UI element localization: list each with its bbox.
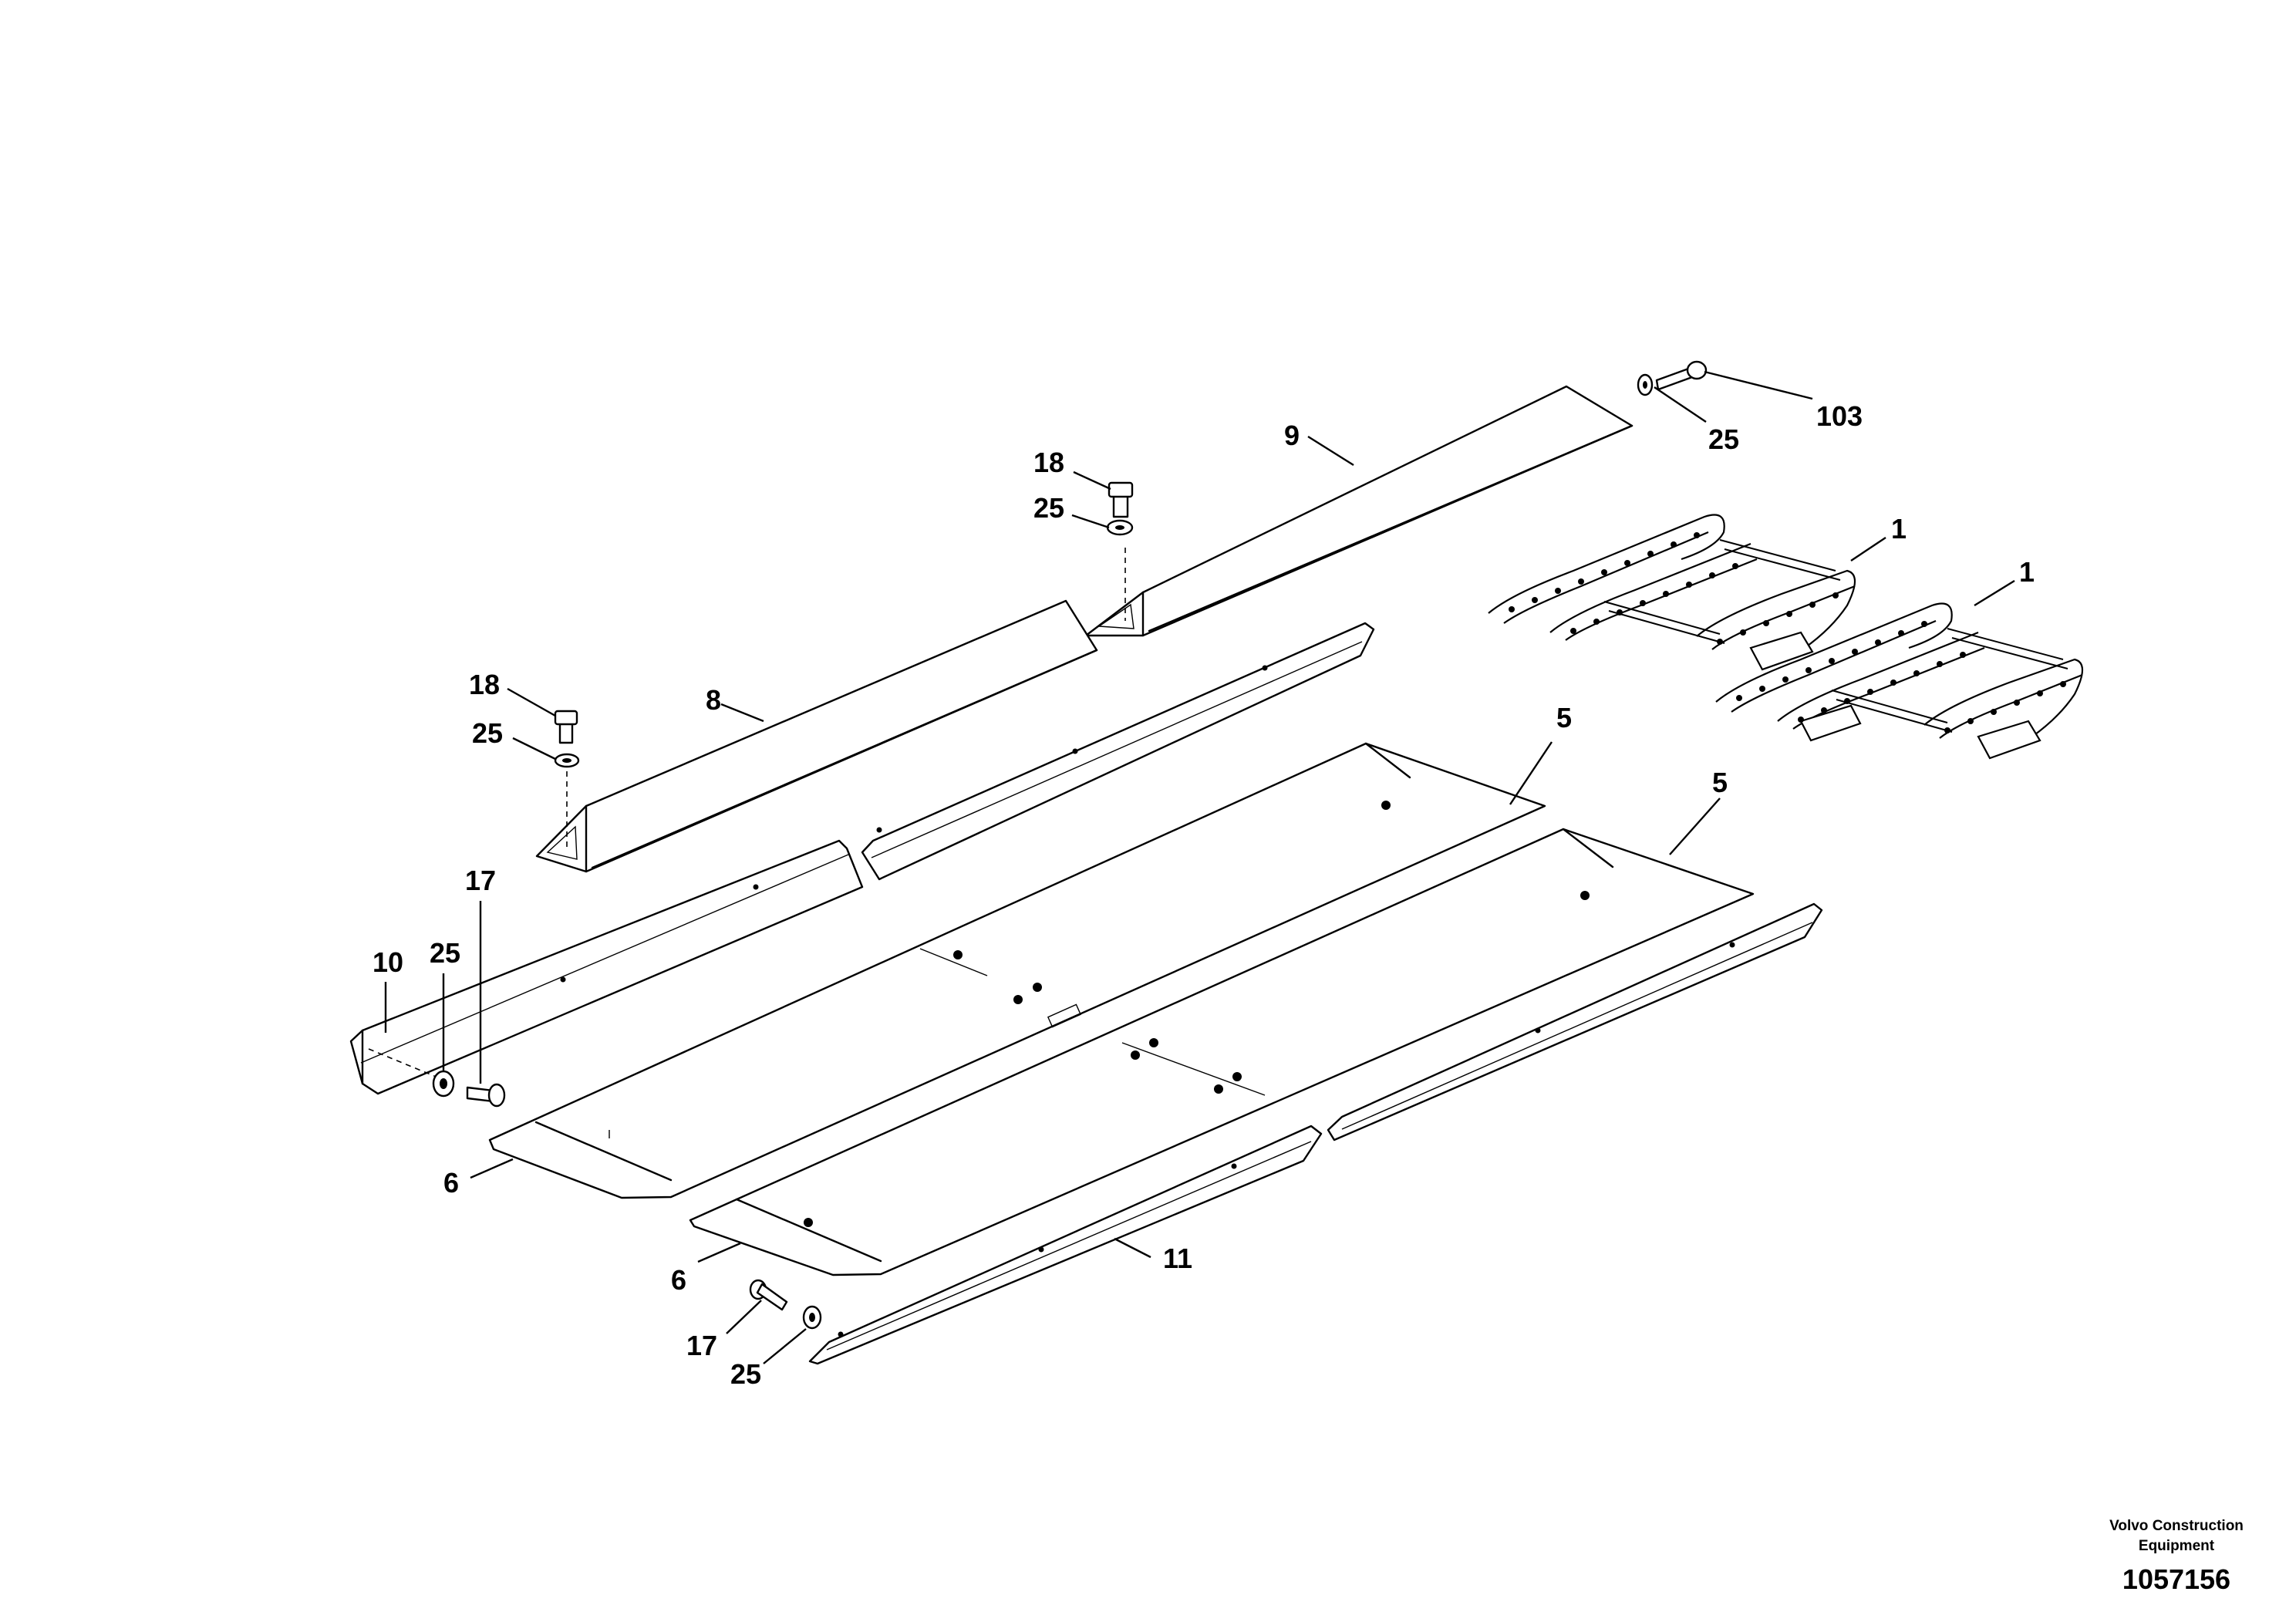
callout-9: 9 [1284, 420, 1300, 451]
callout-25: 25 [472, 717, 503, 749]
figure-number: 1057156 [2122, 1563, 2230, 1595]
cable-chain-part-1-b [1715, 602, 2084, 760]
callout-5: 5 [1556, 702, 1572, 733]
guard-part-9 [1084, 385, 1633, 637]
callout-18: 18 [469, 669, 500, 700]
callout-25: 25 [730, 1358, 761, 1390]
bolt-part-18-upper [1108, 481, 1134, 518]
maker-name-line2: Equipment [2139, 1538, 2215, 1554]
floor-plate-upper [488, 742, 1546, 1199]
callout-6: 6 [671, 1264, 686, 1296]
callout-25: 25 [430, 937, 460, 969]
callout-18: 18 [1033, 447, 1064, 478]
callout-labels: 103 25 9 18 25 1 1 18 8 25 5 5 17 25 10 … [373, 400, 2035, 1390]
callout-17: 17 [465, 865, 496, 896]
bolt-part-18-lower [554, 710, 578, 744]
washer-part-25-top-right [1637, 373, 1654, 396]
callout-11: 11 [1163, 1243, 1192, 1274]
callout-5: 5 [1712, 767, 1728, 798]
bolt-part-103 [1655, 360, 1708, 391]
callout-6: 6 [443, 1167, 459, 1199]
callout-1: 1 [2019, 556, 2035, 588]
washer-part-25-left [432, 1070, 455, 1098]
angle-rail-part-10 [349, 839, 864, 1095]
angle-rail-part-11 [808, 902, 1823, 1365]
maker-name-line1: Volvo Construction [2109, 1518, 2244, 1534]
callout-103: 103 [1816, 400, 1863, 432]
callout-17: 17 [686, 1330, 717, 1361]
washer-part-25-lower [554, 753, 580, 768]
bolt-part-17-bottom [749, 1279, 788, 1311]
guard-part-8 [535, 599, 1098, 873]
footer-block: Volvo Construction Equipment 1057156 [2109, 1518, 2244, 1595]
callout-10: 10 [373, 946, 403, 978]
washer-part-25-upper [1106, 519, 1134, 536]
callout-25: 25 [1708, 423, 1739, 455]
cable-chain-part-1-a [1488, 514, 1856, 671]
angle-rail-upper-right [861, 622, 1375, 881]
callout-8: 8 [706, 684, 721, 716]
bolt-part-17-left [466, 1083, 506, 1108]
washer-part-25-bottom [802, 1305, 822, 1330]
callout-25: 25 [1033, 492, 1064, 524]
floor-plate-lower [689, 828, 1755, 1276]
callout-1: 1 [1891, 513, 1907, 545]
leader-lines [384, 370, 2015, 1364]
